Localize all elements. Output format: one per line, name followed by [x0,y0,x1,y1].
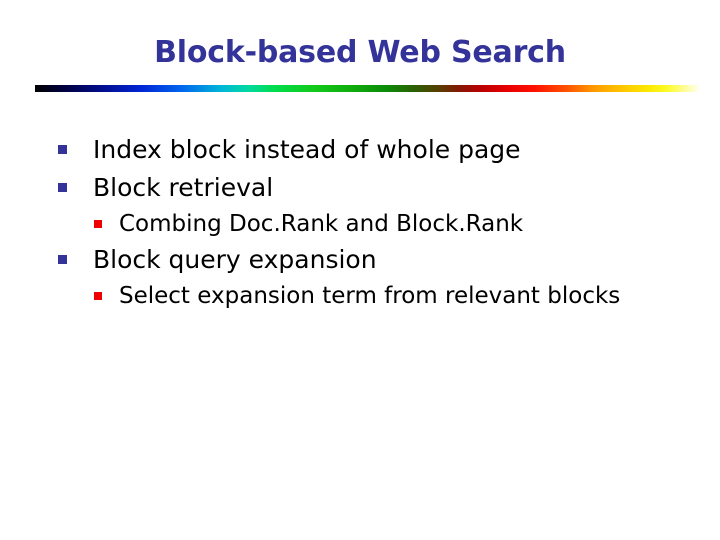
list-item-label: Block retrieval [93,173,274,202]
page-title: Block-based Web Search [154,35,566,70]
list-item: Block query expansion [0,243,720,277]
square-bullet-icon [58,255,67,264]
square-bullet-icon [94,292,102,300]
sub-list-item-label: Select expansion term from relevant bloc… [119,283,621,309]
list-item-label: Block query expansion [93,245,377,274]
square-bullet-icon [58,183,67,192]
rainbow-gradient-divider [35,85,701,92]
list-item: Block retrieval [0,171,720,205]
list-item-label: Index block instead of whole page [93,135,521,164]
list-item: Index block instead of whole page [0,133,720,167]
bullet-list: Index block instead of whole page Block … [0,133,720,315]
sub-list-item: Select expansion term from relevant bloc… [0,281,720,312]
square-bullet-icon [94,220,102,228]
sub-list-item: Combing Doc.Rank and Block.Rank [0,209,720,240]
sub-list-item-label: Combing Doc.Rank and Block.Rank [119,211,524,237]
square-bullet-icon [58,145,67,154]
